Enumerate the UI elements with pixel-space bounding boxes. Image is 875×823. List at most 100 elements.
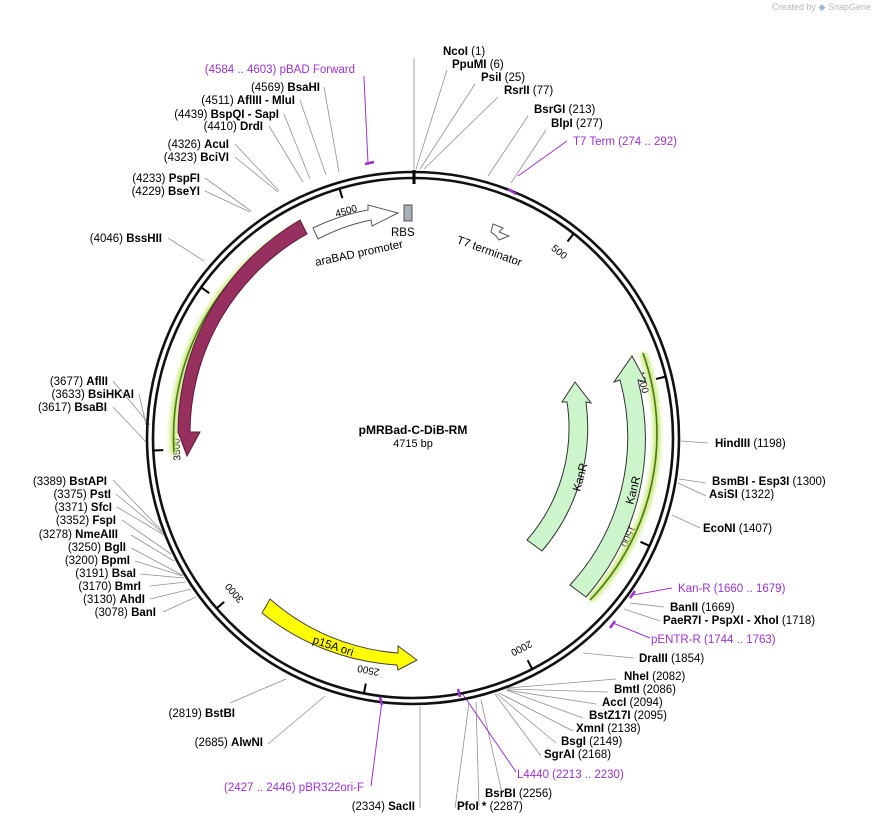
site-label: DraIII (1854) — [639, 653, 704, 665]
site-label: BsrBI (2256) — [485, 788, 552, 800]
site-name: AcuI — [204, 139, 229, 151]
site-label: (4569) BsaHI — [251, 82, 320, 94]
site-name: BanII — [670, 602, 698, 614]
site-position: (2149) — [586, 736, 623, 748]
site-position: (3677) — [50, 376, 86, 388]
site-position: (25) — [501, 72, 525, 84]
site-name: BstBI — [205, 708, 235, 720]
site-label: (2819) BstBI — [169, 708, 235, 720]
site-label: (3352) FspI — [56, 515, 116, 527]
site-position: (1854) — [668, 653, 705, 665]
primer-leader-lines — [363, 76, 673, 787]
site-position: (2685) — [195, 737, 231, 749]
site-position: (3375) — [53, 489, 89, 501]
site-label: (3130) AhdI — [83, 594, 145, 606]
ruler-tick-label: 500 — [549, 243, 569, 262]
site-name: BssHII — [126, 233, 162, 245]
plasmid-name: pMRBad-C-DiB-RM — [359, 423, 468, 437]
site-position: (3352) — [56, 515, 92, 527]
site-position: (4410) — [204, 121, 240, 133]
site-label: (2334) SacII — [352, 801, 415, 813]
site-position: (4323) — [164, 152, 200, 164]
rbs-box — [403, 204, 413, 222]
p15a-ori-arrow — [261, 598, 418, 671]
site-name: PaeR7I - PspXI - XhoI — [663, 615, 779, 627]
primer-label: Kan-R (1660 .. 1679) — [678, 583, 786, 595]
site-name: BsaBI — [74, 402, 107, 414]
site-name: BsaHI — [287, 82, 320, 94]
site-name: BsaI — [112, 568, 136, 580]
site-labels: NcoI (1)PpuMI (6)PsiI (25)RsrII (77)BsrG… — [33, 46, 826, 813]
arac-label: araC — [222, 313, 242, 341]
site-position: (3617) — [38, 402, 74, 414]
site-name: NheI — [624, 671, 649, 683]
site-label: AsiSI (1322) — [709, 489, 774, 501]
site-label: BlpI (277) — [551, 118, 603, 130]
site-name: BmtI — [614, 684, 640, 696]
site-label: PsiI (25) — [481, 72, 525, 84]
site-label: (4233) PspFI — [132, 173, 200, 185]
site-position: (4229) — [132, 186, 168, 198]
site-name: DrdI — [240, 121, 263, 133]
site-name: BseYI — [168, 186, 200, 198]
primer-label: pENTR-R (1744 .. 1763) — [651, 634, 776, 646]
site-position: (1669) — [698, 602, 735, 614]
site-position: (277) — [573, 118, 603, 130]
site-label: (3200) BpmI — [65, 555, 130, 567]
site-name: BciVI — [200, 152, 229, 164]
site-position: (4046) — [90, 233, 126, 245]
site-label: BsrGI (213) — [534, 104, 596, 116]
site-position: (2086) — [640, 684, 677, 696]
site-name: RsrII — [504, 85, 530, 97]
site-label: (4410) DrdI — [204, 121, 263, 133]
site-name: AflIII - MluI — [237, 95, 295, 107]
site-position: (3200) — [65, 555, 101, 567]
site-label: (4326) AcuI — [168, 139, 229, 151]
rbs-label: RBS — [391, 227, 415, 239]
kanr-outer-arrow — [569, 355, 647, 598]
site-position: (2138) — [604, 723, 641, 735]
site-label: BmtI (2086) — [614, 684, 676, 696]
site-name: SfcI — [91, 502, 112, 514]
site-label: PaeR7I - PspXI - XhoI (1718) — [663, 615, 815, 627]
site-name: XmnI — [576, 723, 604, 735]
site-name: AflII — [86, 376, 108, 388]
kanr-inner-arrow — [526, 381, 593, 552]
site-position: (1300) — [789, 476, 826, 488]
site-label: (4511) AflIII - MluI — [201, 95, 295, 107]
plasmid-length: 4715 bp — [393, 438, 433, 450]
site-name: BsrBI — [485, 788, 516, 800]
site-position: (3389) — [33, 476, 69, 488]
site-position: (3170) — [78, 581, 114, 593]
site-position: (2095) — [631, 710, 668, 722]
ruler-tick-mark — [655, 375, 666, 380]
ruler-tick-mark — [362, 683, 367, 694]
site-name: NmeAIII — [75, 529, 118, 541]
ruler-tick-mark — [640, 540, 650, 547]
site-label: NheI (2082) — [624, 671, 686, 683]
site-name: AsiSI — [709, 489, 738, 501]
site-name: PstI — [90, 489, 111, 501]
credit-prefix: Created by — [771, 2, 816, 12]
site-position: (1718) — [779, 615, 816, 627]
site-name: PpuMI — [452, 59, 487, 71]
site-label: BsmBI - Esp3I (1300) — [712, 476, 826, 488]
t7-terminator-arrow — [490, 223, 511, 241]
site-label: NcoI (1) — [443, 46, 485, 58]
site-label: (3677) AflII — [50, 376, 108, 388]
site-position: (2256) — [516, 788, 553, 800]
ruler-tick-mark — [566, 232, 575, 243]
snapgene-logo-icon: ◆ — [818, 2, 826, 12]
site-label: PfoI * (2287) — [457, 801, 523, 813]
site-label: SgrAI (2168) — [544, 749, 611, 761]
primer-label: L4440 (2213 .. 2230) — [517, 769, 624, 781]
site-name: NcoI — [443, 46, 468, 58]
site-name: BanI — [131, 607, 156, 619]
ruler-tick-mark — [526, 659, 534, 670]
site-name: BpmI — [101, 555, 130, 567]
ruler-tick-label: 2500 — [356, 662, 380, 677]
site-name: DraIII — [639, 653, 668, 665]
site-position: (3130) — [83, 594, 119, 606]
arac-arrow — [177, 219, 308, 458]
